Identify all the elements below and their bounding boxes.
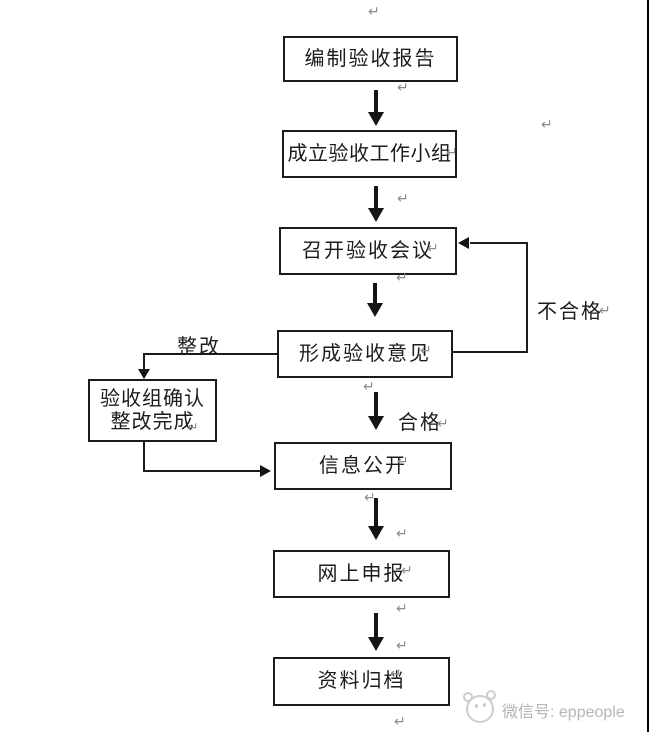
paragraph-mark-icon: ↵ <box>599 302 611 318</box>
paragraph-mark-icon: ↵ <box>437 415 449 431</box>
confirm-line-horizontal <box>143 470 260 472</box>
flow-box-label: 召开验收会议 <box>302 239 434 262</box>
rectify-arrowhead-down <box>138 369 150 379</box>
loop-line-top <box>470 242 528 244</box>
paragraph-mark-icon: ↵ <box>363 378 375 394</box>
flow-box-label-line1: 验收组确认 <box>100 387 205 410</box>
flow-box-label: 信息公开 <box>319 454 407 477</box>
flow-box-label: 成立验收工作小组 <box>287 142 452 165</box>
arrow-group-to-meeting-shaft <box>374 186 378 210</box>
loop-line-bottom <box>453 351 528 353</box>
paragraph-mark-icon: ↵ <box>541 116 553 132</box>
panda-ear-right <box>486 690 496 700</box>
paragraph-mark-icon: ↵ <box>364 489 376 505</box>
paragraph-mark-icon: ↵ <box>427 240 439 256</box>
arrow-disclosure-to-declare-shaft <box>374 498 378 528</box>
paragraph-mark-icon: ↵ <box>446 144 458 160</box>
paragraph-mark-icon: ↵ <box>187 419 199 435</box>
flow-box-label: 形成验收意见 <box>299 342 431 365</box>
rectify-line-vertical <box>143 353 145 370</box>
panda-head <box>466 695 494 723</box>
panda-eye-left <box>475 704 478 708</box>
edge-label-fail: 不合格 <box>537 301 603 323</box>
flow-box-meeting: 召开验收会议 <box>279 227 457 275</box>
flow-box-confirm-rectify: 验收组确认 整改完成 <box>88 379 217 442</box>
confirm-line-vertical <box>143 442 145 472</box>
arrow-report-to-group-shaft <box>374 90 378 114</box>
loop-arrowhead-left <box>458 237 469 249</box>
rectify-line-horizontal <box>144 353 277 355</box>
paragraph-mark-icon: ↵ <box>396 269 408 285</box>
paragraph-mark-icon: ↵ <box>397 190 409 206</box>
flow-box-label: 资料归档 <box>317 670 406 692</box>
arrow-disclosure-to-declare-head <box>368 526 384 540</box>
confirm-arrowhead-right <box>260 465 271 477</box>
paragraph-mark-icon: ↵ <box>390 665 402 681</box>
arrow-declare-to-archive-head <box>368 637 384 651</box>
paragraph-mark-icon: ↵ <box>396 600 408 616</box>
paragraph-mark-icon: ↵ <box>396 525 408 541</box>
flow-box-label: 编制验收报告 <box>304 47 437 70</box>
page-right-border <box>647 0 649 732</box>
flow-box-working-group: 成立验收工作小组 <box>282 130 457 178</box>
paragraph-mark-icon: ↵ <box>420 342 432 358</box>
flow-box-prepare-report: 编制验收报告 <box>283 36 458 82</box>
arrow-opinion-to-disclosure-head <box>368 416 384 430</box>
flow-box-label-line2: 整改完成 <box>110 410 195 433</box>
paragraph-mark-icon: ↵ <box>397 79 409 95</box>
arrow-group-to-meeting-head <box>368 208 384 222</box>
flow-box-opinion: 形成验收意见 <box>277 330 453 378</box>
arrow-declare-to-archive-shaft <box>374 613 378 639</box>
edge-label-pass: 合格 <box>398 412 442 434</box>
panda-eye-right <box>483 703 486 707</box>
paragraph-mark-icon: ↵ <box>397 453 409 469</box>
arrow-opinion-to-disclosure-shaft <box>374 392 378 418</box>
arrow-report-to-group-head <box>368 112 384 126</box>
flow-box-disclosure: 信息公开 <box>274 442 452 490</box>
flow-box-label: 网上申报 <box>317 562 406 585</box>
wechat-id-text: 微信号: eppeople <box>502 704 625 721</box>
flow-box-declare: 网上申报 <box>273 550 450 598</box>
flow-box-archive: 资料归档 <box>273 657 450 706</box>
paragraph-mark-icon: ↵ <box>422 48 434 64</box>
paragraph-mark-icon: ↵ <box>396 637 408 653</box>
paragraph-mark-icon: ↵ <box>401 562 413 578</box>
paragraph-mark-icon: ↵ <box>368 3 380 19</box>
loop-line-vertical <box>526 242 528 353</box>
edge-label-rectify: 整改 <box>177 336 221 358</box>
arrow-meeting-to-opinion-shaft <box>373 283 377 305</box>
paragraph-mark-icon: ↵ <box>394 713 406 729</box>
arrow-meeting-to-opinion-head <box>367 303 383 317</box>
